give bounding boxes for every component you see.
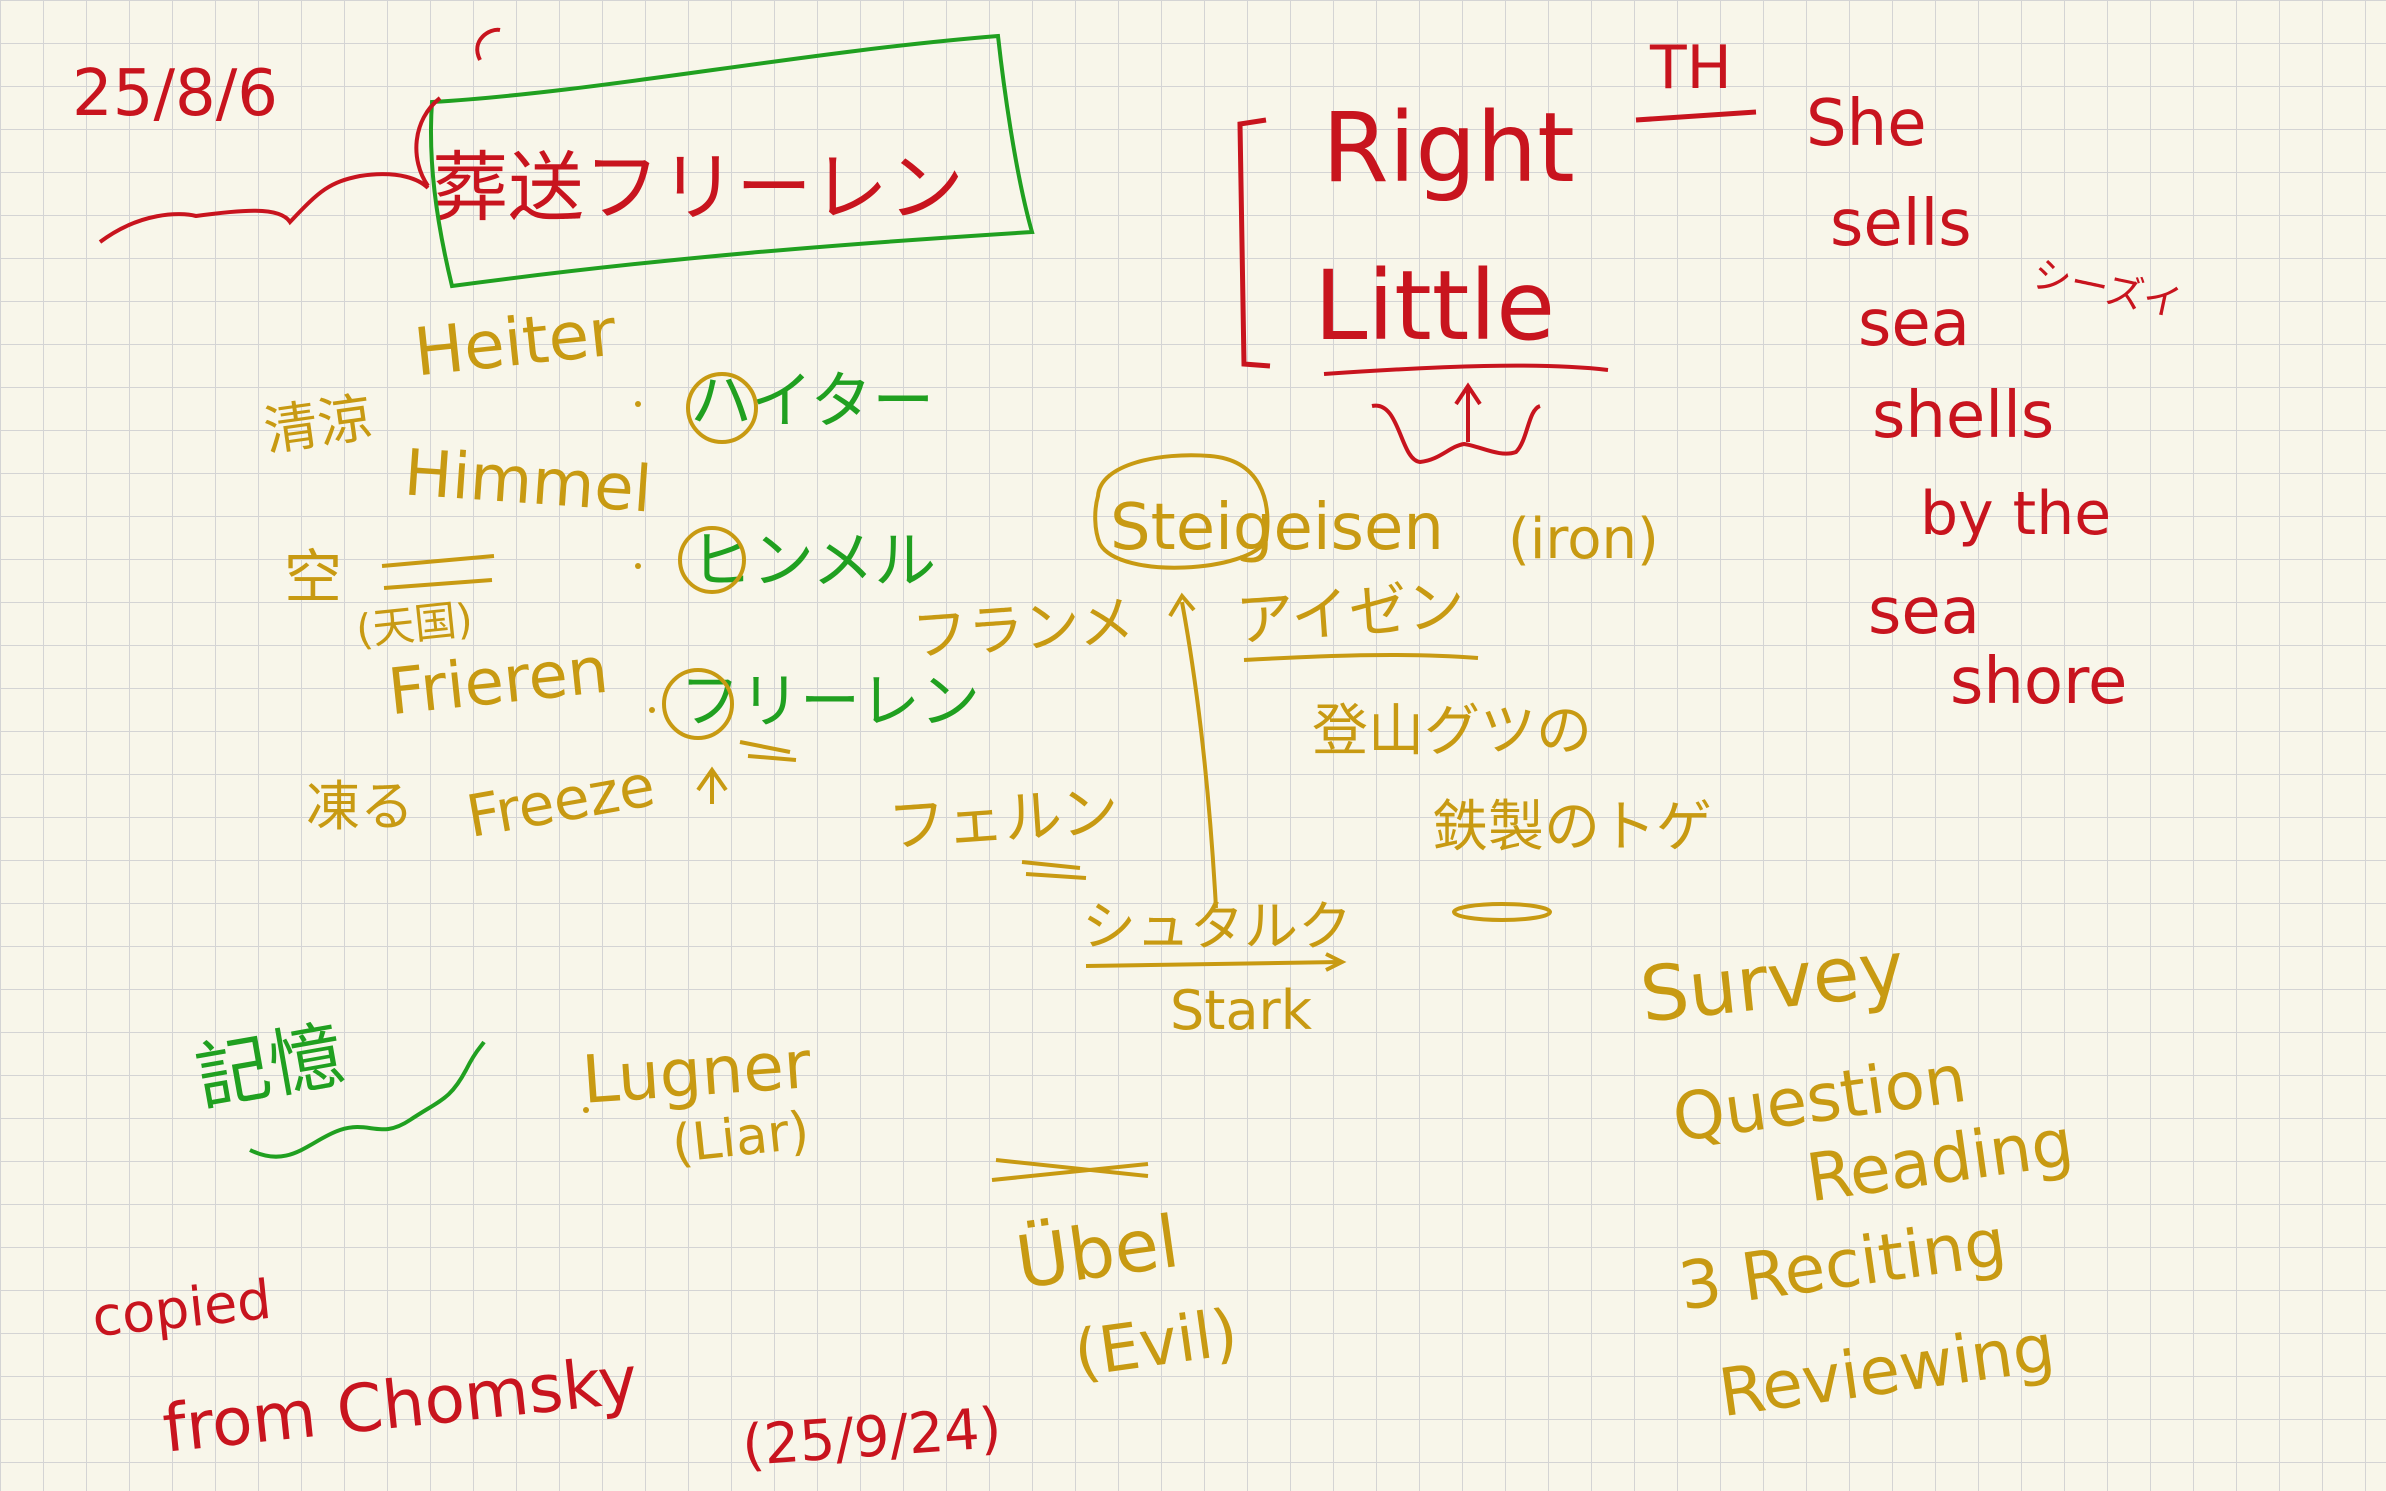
heiter-romaji: Heiter — [410, 293, 620, 392]
stark-arrow-icon — [1168, 592, 1218, 909]
twister-line-2: sells — [1830, 187, 1972, 261]
survey-reciting: 3 Reciting — [1674, 1203, 2011, 1326]
twister-note: シーズイ — [2029, 251, 2186, 327]
twister-line-3: sea — [1858, 287, 1970, 361]
heiter-kanji: 清涼 — [260, 385, 376, 464]
twister-line-5: by the — [1920, 479, 2112, 549]
eisen-kana: アイゼン — [1233, 571, 1468, 655]
credit-source: from Chomsky — [159, 1341, 642, 1468]
frieren-freeze: Freeze — [461, 751, 660, 851]
ubel-name: Übel — [1010, 1199, 1184, 1305]
frieren-arrow-icon — [696, 766, 728, 804]
fern-kana: フェルン — [885, 777, 1121, 861]
himmel-romaji: Himmel — [401, 436, 655, 528]
word-th: TH — [1650, 33, 1732, 103]
phonetics-bracket — [1237, 117, 1271, 369]
frieren-romaji: Frieren — [384, 633, 612, 731]
word-little: Little — [1314, 250, 1556, 362]
steigeisen: Steigeisen — [1110, 491, 1444, 565]
iron-spikes-note: 鉄製のトゲ — [1432, 795, 1712, 860]
frieren-kana: フリーレン — [680, 667, 980, 737]
note-date: 25/8/6 — [72, 57, 278, 131]
frieren-kanji: 凍る — [306, 775, 414, 838]
lugner-name: Lugner — [579, 1026, 814, 1119]
stark-kana: シュタルク — [1082, 895, 1352, 958]
steigeisen-meaning: (iron) — [1508, 507, 1659, 572]
stark-romaji: Stark — [1170, 979, 1313, 1042]
survey-title: Survey — [1636, 923, 1909, 1040]
credit-copied: copied — [89, 1267, 275, 1350]
himmel-kanji: 空 — [284, 543, 343, 611]
twister-line-6: sea — [1868, 575, 1980, 649]
word-right: Right — [1322, 92, 1575, 204]
climbing-note: 登山グツの — [1312, 699, 1592, 764]
credit-date: (25/9/24) — [740, 1396, 1004, 1479]
himmel-kana: ヒンメル — [690, 524, 937, 597]
survey-reviewing: Reviewing — [1714, 1308, 2060, 1433]
note-title: 葬送フリーレン — [432, 143, 964, 232]
twister-line-4: shells — [1872, 379, 2055, 453]
kioku-note: 記憶 — [189, 1011, 351, 1123]
himmel-kanji-sub: (天国) — [353, 594, 475, 655]
flamme-kana: フランメ — [909, 589, 1137, 670]
arrow-up-icon — [1454, 382, 1482, 442]
date-swirl — [98, 172, 430, 244]
twister-line-7: shore — [1950, 645, 2128, 719]
lugner-meaning: (Liar) — [669, 1100, 813, 1176]
heiter-kana: ハイター — [690, 364, 935, 437]
twister-line-1: She — [1806, 87, 1927, 161]
ubel-meaning: (Evil) — [1069, 1295, 1243, 1393]
